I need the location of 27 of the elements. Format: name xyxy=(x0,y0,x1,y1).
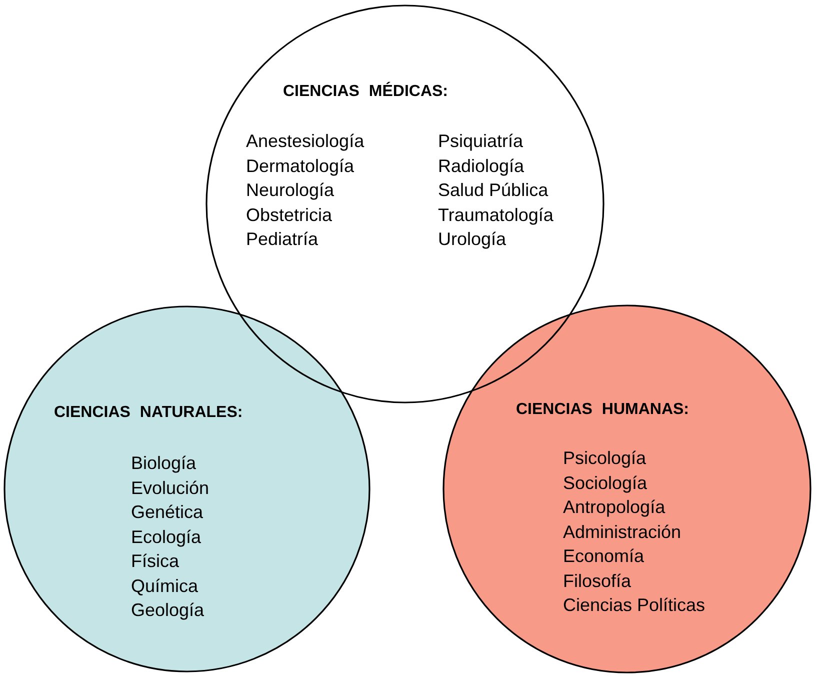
discipline-name: Dermatología xyxy=(246,154,354,178)
category-heading: CIENCIAS NATURALES: xyxy=(54,403,243,423)
discipline-name: Urología xyxy=(438,228,506,251)
discipline-name: Filosofía xyxy=(563,570,632,592)
discipline-name: Salud Pública xyxy=(438,179,548,202)
discipline-name: Ciencias Políticas xyxy=(563,594,706,617)
discipline-name: Traumatología xyxy=(438,204,554,227)
discipline-name: Neurología xyxy=(246,179,334,202)
discipline-name: Economía xyxy=(563,545,644,568)
discipline-name: Pediatría xyxy=(246,228,318,251)
discipline-name: Genética xyxy=(131,501,204,524)
discipline-name: Geología xyxy=(131,599,204,622)
discipline-name: Obstetricia xyxy=(246,204,332,226)
discipline-name: Antropología xyxy=(563,496,666,519)
discipline-name: Anestesiología xyxy=(246,130,364,153)
discipline-name: Química xyxy=(131,574,198,598)
discipline-name: Psiquiatría xyxy=(438,130,524,153)
discipline-name: Administración xyxy=(563,520,682,544)
discipline-name: Radiología xyxy=(438,154,524,178)
discipline-name: Física xyxy=(131,550,180,573)
category-heading: CIENCIAS MÉDICAS: xyxy=(283,80,448,102)
category-heading: CIENCIAS HUMANAS: xyxy=(516,400,689,420)
discipline-name: Ecología xyxy=(131,526,202,549)
discipline-name: Biología xyxy=(131,452,196,475)
discipline-name: Psicología xyxy=(563,447,646,470)
discipline-name: Sociología xyxy=(563,472,648,495)
discipline-name: Evolución xyxy=(131,476,210,500)
